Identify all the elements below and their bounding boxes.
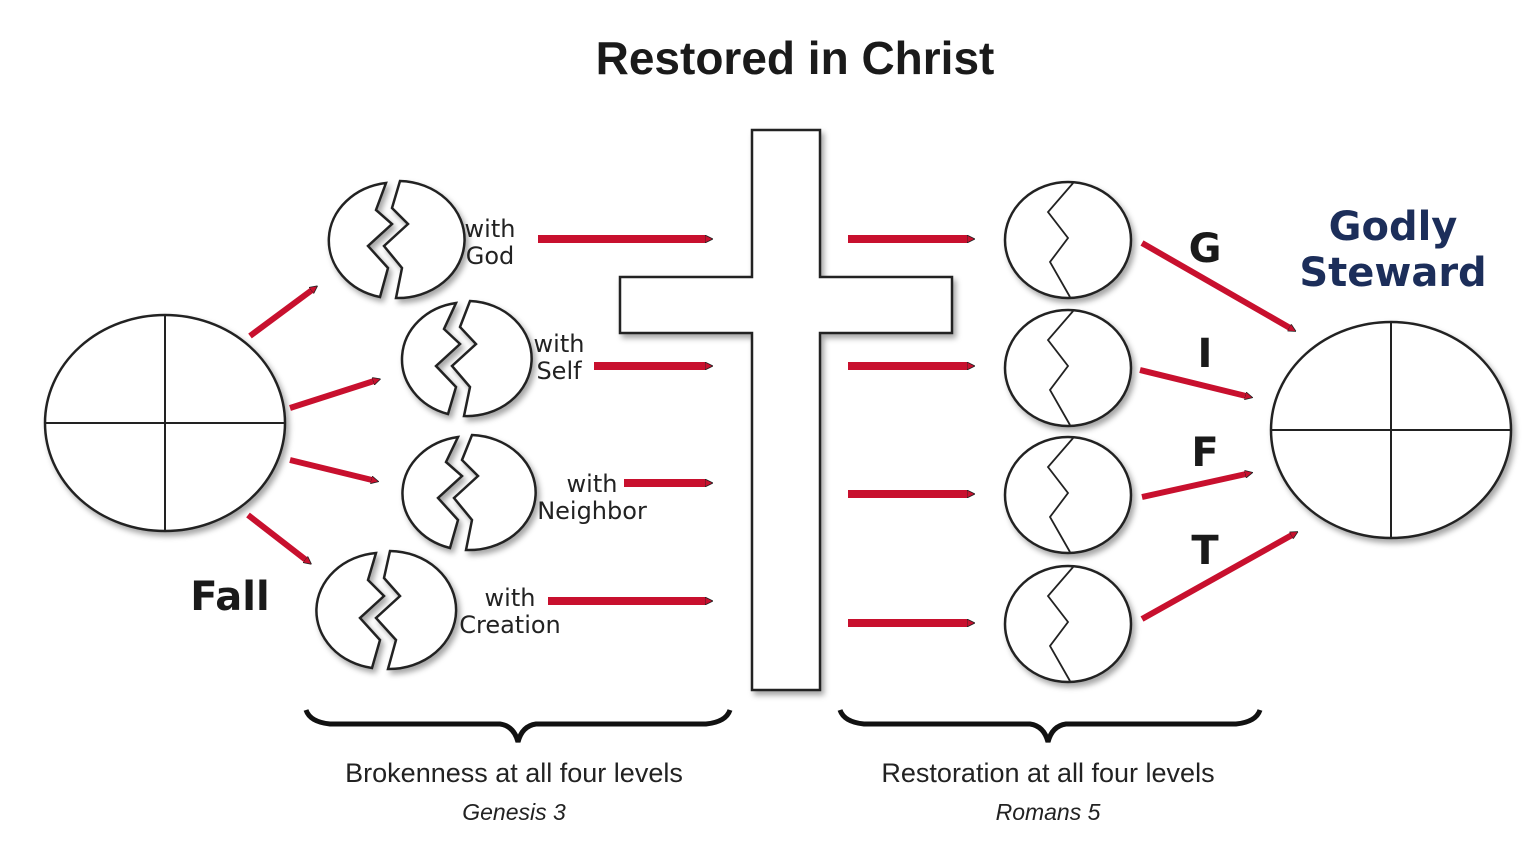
whole-circle-right: [1269, 320, 1513, 540]
arrows-to-steward: [1139, 240, 1292, 622]
label-with-god-1: with: [465, 215, 516, 243]
broken-circle-god: [327, 179, 466, 300]
label-with-creation-1: with: [485, 584, 536, 612]
restored-circle-3: [1003, 435, 1133, 555]
broken-circle-creation: [315, 549, 458, 671]
label-with-neighbor-1: with: [567, 470, 618, 498]
cross: [618, 128, 954, 692]
arrow-i-to-steward: [1139, 367, 1246, 396]
steward-label-1: Godly: [1329, 204, 1458, 250]
fall-label: Fall: [190, 574, 269, 620]
label-with-self-2: Self: [536, 357, 582, 385]
label-with-neighbor-2: Neighbor: [537, 497, 647, 525]
left-caption: Brokenness at all four levels: [345, 758, 683, 788]
arrow-t-to-steward: [1140, 535, 1292, 622]
arrows-to-cross: [538, 235, 706, 605]
restored-circle-1: [1003, 180, 1133, 300]
gift-letter-g: G: [1189, 226, 1222, 272]
left-reference: Genesis 3: [462, 799, 566, 825]
label-with-self-1: with: [534, 330, 585, 358]
label-with-god-2: God: [466, 242, 515, 270]
broken-circle-self: [400, 299, 533, 418]
diagram-title: Restored in Christ: [596, 32, 995, 84]
restored-circle-2: [1003, 308, 1133, 428]
right-brace: [837, 709, 1263, 743]
steward-label-2: Steward: [1299, 250, 1486, 296]
arrow-g-to-steward: [1140, 240, 1290, 328]
gift-letter-t: T: [1191, 528, 1219, 574]
right-caption: Restoration at all four levels: [881, 758, 1214, 788]
gift-letter-i: I: [1198, 331, 1213, 377]
label-with-creation-2: Creation: [459, 611, 561, 639]
arrow-to-self: [289, 381, 374, 411]
right-reference: Romans 5: [996, 799, 1101, 825]
restored-circle-4: [1003, 564, 1133, 684]
left-brace: [303, 709, 733, 743]
arrow-f-to-steward: [1141, 474, 1246, 500]
arrow-to-creation: [246, 512, 306, 560]
broken-circle-neighbor: [401, 433, 537, 552]
arrow-to-god: [248, 290, 312, 339]
arrow-to-neighbor: [289, 457, 372, 480]
fall-arrows: [246, 290, 374, 560]
gift-letter-f: F: [1191, 430, 1218, 476]
arrows-from-cross: [848, 235, 968, 627]
whole-circle-left: [43, 313, 287, 533]
